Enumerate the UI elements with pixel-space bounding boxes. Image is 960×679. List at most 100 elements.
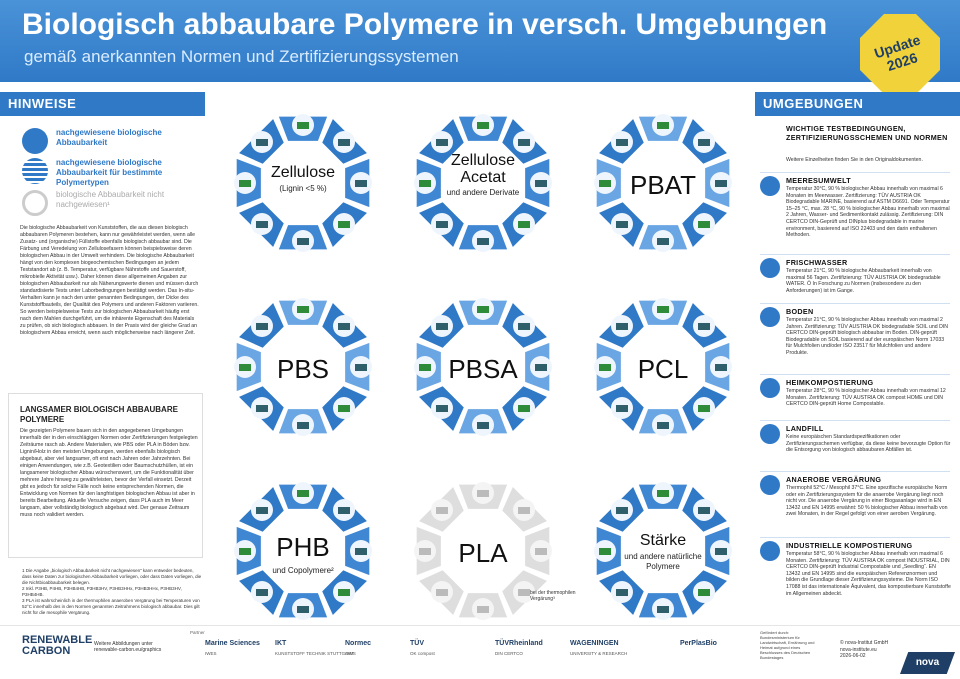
environment-glyph bbox=[419, 548, 431, 555]
notes-text: Die biologische Abbaubarkeit von Kunstst… bbox=[20, 225, 199, 336]
ring-graphic bbox=[234, 298, 372, 436]
environment-glyph bbox=[338, 506, 351, 514]
environment-glyph bbox=[435, 138, 448, 146]
environment-glyph bbox=[297, 122, 309, 129]
legend-partial-text: nachgewiesene biologische Abbaubarkeit f… bbox=[56, 158, 163, 187]
nova-text: © nova-Institut GmbH nova-institute.eu 2… bbox=[840, 640, 889, 659]
ring-zellulose: Zellulose (Lignin <5 %) bbox=[228, 108, 378, 258]
legend-partial-icon bbox=[22, 158, 48, 184]
environment-glyph bbox=[715, 180, 727, 187]
environment-glyph bbox=[435, 322, 448, 330]
polymer-name: Zellulose bbox=[270, 164, 336, 181]
environment-glyph bbox=[698, 221, 711, 229]
ring-graphic bbox=[414, 298, 552, 436]
env-title: LANDFILL bbox=[786, 424, 824, 433]
intro-title: WICHTIGE TESTBEDINGUNGEN, ZERTIFIZIERUNG… bbox=[786, 124, 948, 142]
env-divider bbox=[760, 471, 950, 472]
environment-glyph bbox=[239, 180, 251, 187]
section-umgebungen: UMGEBUNGEN bbox=[755, 92, 960, 116]
environment-glyph bbox=[338, 221, 351, 229]
environment-glyph bbox=[477, 422, 489, 429]
environment-glyph bbox=[698, 405, 711, 413]
partner-logo: TÜVRheinland bbox=[495, 640, 543, 647]
environment-glyph bbox=[477, 606, 489, 613]
env-body: Keine europäischen Standardspezifikation… bbox=[786, 434, 951, 454]
legend-none-text: biologische Abbaubarkeit nicht nachgewie… bbox=[56, 190, 165, 209]
env-divider bbox=[760, 172, 950, 173]
polymer-name: PBSA bbox=[448, 354, 518, 384]
env-divider bbox=[760, 254, 950, 255]
environment-glyph bbox=[297, 606, 309, 613]
environment-glyph bbox=[615, 405, 628, 413]
env-body: Temperatur 21°C, 90 % biologische Abbaub… bbox=[786, 268, 941, 294]
slow-box bbox=[8, 393, 203, 558]
header-bar: Biologisch abbaubare Polymere in versch.… bbox=[0, 0, 960, 82]
environment-glyph bbox=[715, 364, 727, 371]
environment-glyph bbox=[599, 364, 611, 371]
partner-logo: IKT bbox=[275, 640, 287, 647]
environment-glyph bbox=[698, 138, 711, 146]
environment-glyph bbox=[255, 138, 268, 146]
environment-glyph bbox=[657, 606, 669, 613]
env-icon bbox=[760, 258, 780, 278]
partner-sub: UNIVERSITY & RESEARCH bbox=[570, 651, 628, 656]
slow-title: LANGSAMER BIOLOGISCH ABBAUBARE POLYMERE bbox=[20, 405, 178, 424]
partner-logo: Normec bbox=[345, 640, 372, 647]
polymer-subtitle: (Lignin <5 %) bbox=[279, 184, 327, 193]
environment-glyph bbox=[355, 548, 367, 555]
environment-glyph bbox=[518, 221, 531, 229]
environment-glyph bbox=[255, 506, 268, 514]
legend-full-text: nachgewiesene biologische Abbaubarkeit bbox=[56, 128, 162, 147]
environment-glyph bbox=[715, 548, 727, 555]
polymer-name: PCL bbox=[637, 354, 689, 384]
footnotes: 1 Die Angabe „biologisch Abbaubarkeit ni… bbox=[22, 568, 202, 615]
ring-graphic bbox=[594, 114, 732, 252]
environment-glyph bbox=[518, 506, 531, 514]
env-title: ANAEROBE VERGÄRUNG bbox=[786, 475, 882, 484]
environment-glyph bbox=[435, 506, 448, 514]
environment-glyph bbox=[477, 238, 489, 245]
ring-pbat: PBAT bbox=[588, 108, 738, 258]
page-title: Biologisch abbaubare Polymere in versch.… bbox=[22, 8, 828, 41]
environment-glyph bbox=[657, 306, 669, 313]
polymer-name: Stärke bbox=[639, 532, 687, 549]
ring-pcl: PCL bbox=[588, 292, 738, 442]
environment-glyph bbox=[477, 306, 489, 313]
environment-glyph bbox=[657, 422, 669, 429]
rc-link-text[interactable]: Weitere Abbildungen unter renewable-carb… bbox=[94, 641, 162, 653]
environment-glyph bbox=[297, 306, 309, 313]
env-title: BODEN bbox=[786, 307, 814, 316]
environment-glyph bbox=[599, 180, 611, 187]
environment-glyph bbox=[698, 589, 711, 597]
env-title: MEERESUMWELT bbox=[786, 176, 851, 185]
polymer-subtitle: und andere natürliche Polymere bbox=[624, 552, 702, 571]
env-body: Temperatur 21°C, 90 % biologischer Abbau… bbox=[786, 317, 949, 356]
environment-glyph bbox=[435, 221, 448, 229]
ring-stärke: Stärke und andere natürliche Polymere bbox=[588, 476, 738, 626]
env-title: FRISCHWASSER bbox=[786, 258, 848, 267]
env-body: Temperatur 58°C, 90 % biologischer Abbau… bbox=[786, 551, 951, 597]
environment-glyph bbox=[239, 364, 251, 371]
partner-logo: TÜV bbox=[410, 640, 424, 647]
environment-glyph bbox=[657, 490, 669, 497]
update-badge: Update 2026 bbox=[860, 14, 940, 94]
environment-glyph bbox=[535, 548, 547, 555]
env-icon bbox=[760, 541, 780, 561]
pla-note: bei der thermophilen Vergärung³ bbox=[530, 590, 576, 602]
legend-partial: nachgewiesene biologische Abbaubarkeit f… bbox=[22, 158, 196, 188]
env-divider bbox=[760, 374, 950, 375]
environment-glyph bbox=[338, 322, 351, 330]
env-divider bbox=[760, 303, 950, 304]
env-divider bbox=[760, 420, 950, 421]
section-hinweise: HINWEISE bbox=[0, 92, 205, 116]
environment-glyph bbox=[435, 589, 448, 597]
environment-glyph bbox=[535, 364, 547, 371]
renewable-carbon-logo: RENEWABLE CARBON bbox=[22, 634, 93, 657]
environment-glyph bbox=[615, 589, 628, 597]
polymer-name: Zellulose Acetat bbox=[450, 152, 516, 186]
environment-glyph bbox=[355, 180, 367, 187]
ring-graphic bbox=[234, 482, 372, 620]
environment-glyph bbox=[419, 364, 431, 371]
environment-glyph bbox=[615, 138, 628, 146]
